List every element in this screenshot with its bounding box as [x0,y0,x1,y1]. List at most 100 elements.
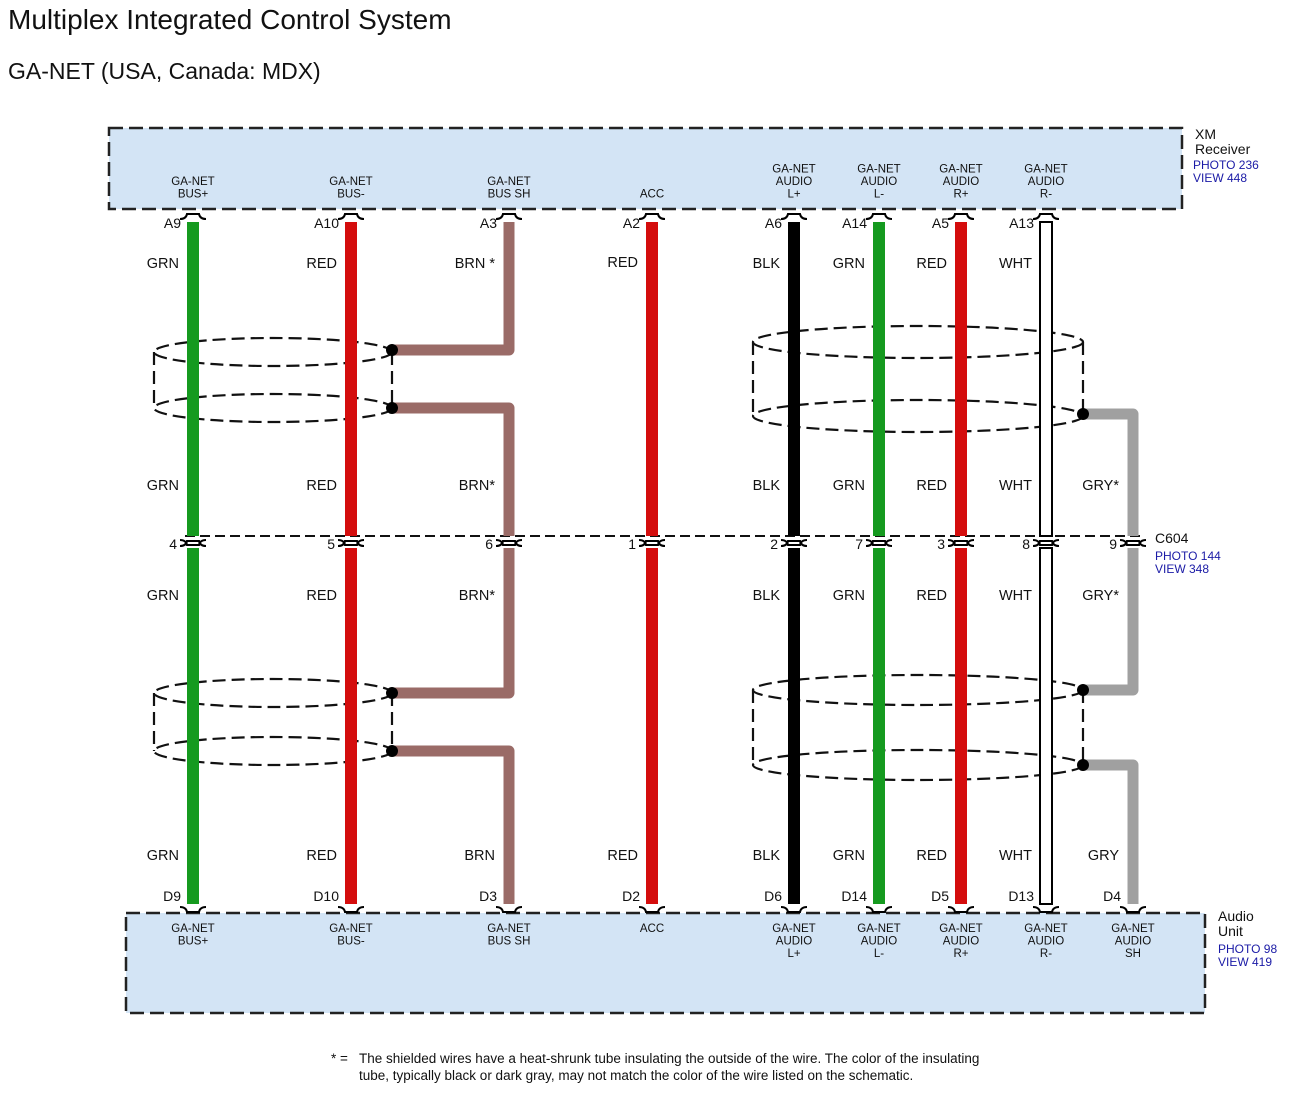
xm-receiver-pin-label: GA-NET [939,164,982,176]
connector-pin-cap [337,540,365,547]
c604-pin-number: 7 [855,536,863,552]
wire-bus-minus[interactable] [345,222,357,904]
xm-receiver-box [107,126,1184,211]
audio-unit-pin-label: GA-NET [1024,923,1067,935]
wire-color-label: GRN [833,588,865,604]
page-title: Multiplex Integrated Control System [8,4,452,35]
audio-unit-pin-number: D10 [313,888,339,904]
connector-pin-cap [638,906,666,913]
connector-pin-cap [865,906,893,913]
wire-audio-lp[interactable] [788,222,800,904]
page-subtitle: GA-NET (USA, Canada: MDX) [8,58,321,84]
wire-color-label: GRY* [1082,478,1119,494]
xm-receiver-pin-label: GA-NET [1024,164,1067,176]
audio-unit-pin-label: BUS- [337,936,365,948]
connector-pin-cap [638,213,666,220]
wire-audio-rm[interactable] [1039,221,1053,905]
wire-bus-plus[interactable] [187,222,199,904]
connector-pin-cap [638,539,666,546]
audio-unit-pin-label: R- [1040,948,1052,960]
connector-pin-cap [947,540,975,547]
connector-pin-cap [1032,540,1060,547]
audio-unit-pin-label: GA-NET [329,923,372,935]
connector-pin-cap [179,906,207,913]
connector-pin-cap [495,539,523,546]
xm-receiver-view-link[interactable]: VIEW 448 [1193,171,1247,185]
footnote-line-2: tube, typically black or dark gray, may … [359,1068,913,1083]
xm-receiver-pin-label: AUDIO [861,176,897,188]
xm-receiver-pin-number: A2 [623,215,640,231]
audio-unit-pin-number: D4 [1103,888,1121,904]
audio-unit-pin-label: GA-NET [487,923,530,935]
c604-pin-number: 2 [770,536,778,552]
wire-audio-rp[interactable] [955,222,967,904]
connector-pin-cap [337,906,365,913]
connector-pin-cap [865,539,893,546]
shield-audio-upper [751,324,1085,434]
audio-unit-pin-label: GA-NET [857,923,900,935]
wire-color-label: RED [916,848,947,864]
audio-unit-box [124,911,1207,1015]
c604-pin-number: 3 [937,536,945,552]
connector-pin-cap [1032,213,1060,220]
xm-receiver-pin-label: L- [874,189,884,201]
audio-shield-drain-wires [1083,408,1139,904]
connector-pin-cap [947,906,975,913]
bus-shield-drain-wires [392,222,515,904]
connector-pin-cap [179,540,207,547]
audio-unit-pin-number: D14 [841,888,867,904]
connector-pin-cap [337,539,365,546]
xm-receiver-pin-label: GA-NET [171,176,214,188]
connector-pin-cap [780,906,808,913]
xm-receiver-pin-label: GA-NET [329,176,372,188]
xm-receiver-photo-link[interactable]: PHOTO 236 [1193,158,1259,172]
wire-color-label: BRN* [459,588,496,604]
xm-receiver-pin-number: A9 [164,215,181,231]
xm-receiver-pin-label: R- [1040,189,1052,201]
connector-pin-cap [947,213,975,220]
wire-color-label: WHT [999,588,1032,604]
c604-pin-number: 8 [1022,536,1030,552]
audio-unit-pin-label: BUS SH [488,936,531,948]
wire-acc[interactable] [646,222,658,904]
audio-unit-photo-link[interactable]: PHOTO 98 [1218,942,1277,956]
connector-pin-cap [1119,906,1147,913]
connector-pin-cap [1032,539,1060,546]
c604-photo-link[interactable]: PHOTO 144 [1155,549,1221,563]
connector-pin-cap [780,540,808,547]
c604-pin-number: 5 [327,536,335,552]
audio-unit-pin-number: D13 [1008,888,1034,904]
footnote-marker: * = [331,1051,348,1066]
xm-receiver-pin-number: A5 [932,215,949,231]
wire-color-label: BLK [753,588,781,604]
audio-unit-pin-number: D3 [479,888,497,904]
connector-pin-cap [495,540,523,547]
wire-color-label: GRN [833,256,865,272]
c604-view-link[interactable]: VIEW 348 [1155,562,1209,576]
audio-unit-pin-label: AUDIO [1028,936,1064,948]
wire-color-label: RED [306,848,337,864]
audio-unit-pin-label: GA-NET [1111,923,1154,935]
audio-unit-pin-number: D9 [163,888,181,904]
xm-receiver-pin-label: GA-NET [857,164,900,176]
xm-receiver-pin-number: A6 [765,215,782,231]
audio-unit-pin-label: AUDIO [1115,936,1151,948]
audio-unit-view-link[interactable]: VIEW 419 [1218,955,1272,969]
audio-unit-name: Audio [1218,908,1254,924]
wire-color-label: GRY [1088,848,1119,864]
connector-pin-cap [780,539,808,546]
wire-audio-lm[interactable] [873,222,885,904]
connector-pin-cap [1119,540,1147,547]
xm-receiver-name: Receiver [1195,141,1251,157]
connector-pin-cap [179,213,207,220]
connector-pin-cap [865,213,893,220]
connector-pin-cap [780,213,808,220]
connector-pin-cap [1032,906,1060,913]
audio-unit-pin-number: D6 [764,888,782,904]
xm-receiver-pin-number: A14 [842,215,867,231]
xm-receiver-pin-label: AUDIO [943,176,979,188]
xm-receiver-pin-number: A13 [1009,215,1034,231]
wire-color-label: RED [916,588,947,604]
connector-pin-cap [337,213,365,220]
audio-unit-pin-label: L+ [787,948,800,960]
